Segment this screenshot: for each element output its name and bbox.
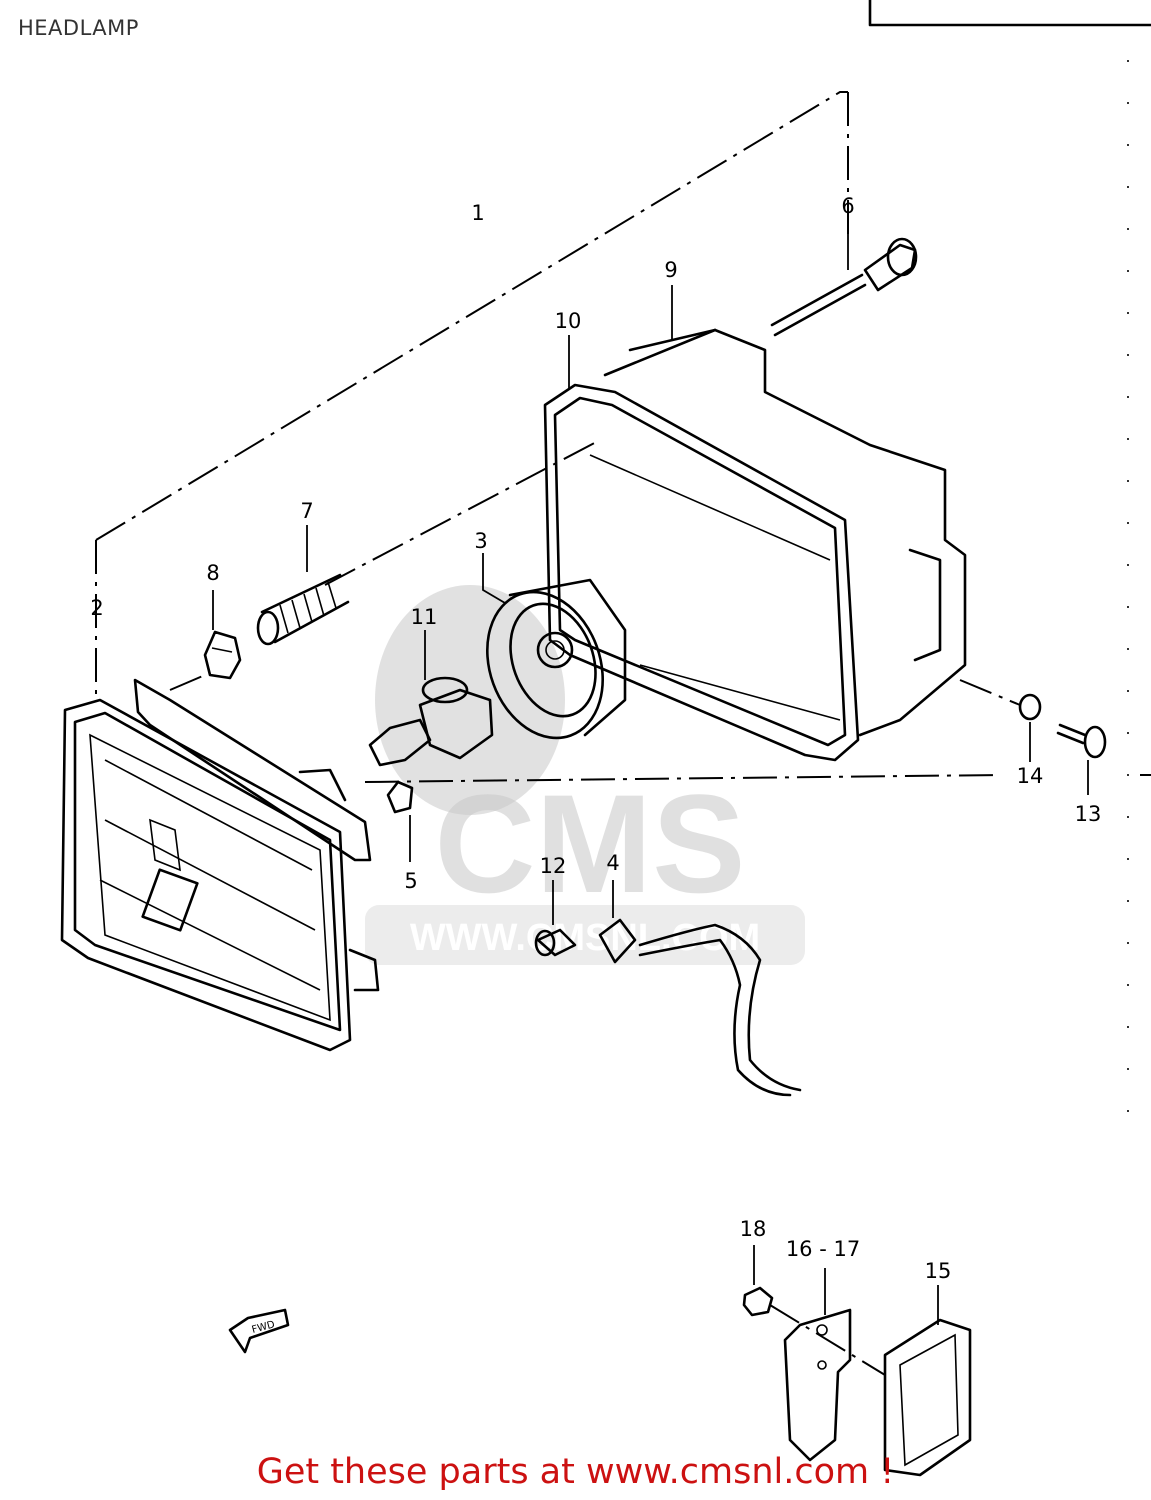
callout-4: 4: [606, 851, 619, 875]
bolt-part-13: [1056, 723, 1107, 795]
callout-16-17: 16 - 17: [786, 1237, 860, 1261]
bulb-part-11: [368, 630, 494, 767]
bulb-part-12: [534, 880, 577, 957]
callout-1: 1: [471, 201, 484, 225]
callout-14: 14: [1017, 764, 1044, 788]
headlamp-housing-part-9: [603, 285, 967, 737]
watermark-url-text: WWW.CMSNL.COM: [410, 917, 760, 959]
bracket-part-16-17: [783, 1268, 852, 1462]
callout-5: 5: [404, 869, 417, 893]
page-title: HEADLAMP: [18, 16, 139, 40]
callout-3: 3: [474, 529, 487, 553]
frame-border: [868, 0, 1151, 27]
callout-7: 7: [300, 499, 313, 523]
callout-12: 12: [540, 854, 567, 878]
callout-2: 2: [90, 596, 103, 620]
headlamp-rim-part-10: [543, 335, 860, 762]
callout-11: 11: [411, 605, 438, 629]
nut-part-18: [742, 1245, 774, 1317]
fwd-arrow-icon: FWD: [228, 1308, 290, 1354]
reflector-assembly-line: [769, 1304, 886, 1376]
callout-9: 9: [664, 258, 677, 282]
spring-part-7: [256, 525, 350, 646]
headlamp-lens-unit: [60, 678, 380, 1052]
footer-link[interactable]: Get these parts at www.cmsnl.com !: [256, 1452, 895, 1492]
callout-8: 8: [206, 561, 219, 585]
assembly-lines: [95, 91, 1151, 783]
bulb-part-5: [386, 780, 414, 862]
callout-18: 18: [740, 1217, 767, 1241]
callout-6: 6: [841, 194, 854, 218]
clip-part-8: [203, 590, 242, 680]
callout-labels: 1 2 3 4 5 6 7 8 9 10 11 12 13 14 15 16 -…: [90, 194, 1101, 1283]
callout-10: 10: [555, 309, 582, 333]
adjusting-screw-part-6: [770, 218, 918, 337]
watermark-logo-text: CMS: [434, 765, 745, 922]
callout-13: 13: [1075, 802, 1102, 826]
callout-15: 15: [925, 1259, 952, 1283]
reflector-part-15: [883, 1285, 972, 1477]
socket-wire-part-4: [598, 880, 802, 1097]
washer-part-14: [1018, 693, 1042, 762]
watermark: CMS WWW.CMSNL.COM: [365, 585, 805, 965]
